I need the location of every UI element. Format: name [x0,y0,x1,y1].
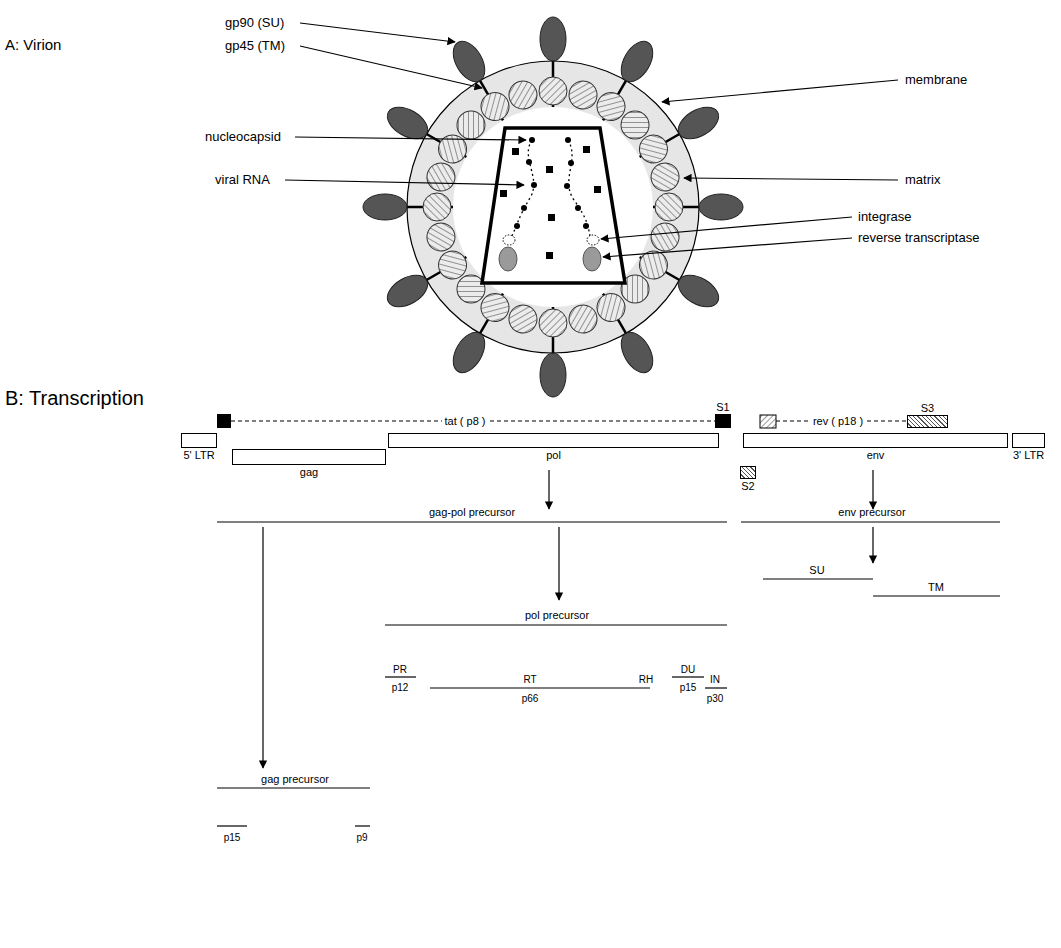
genome-box: gag [232,449,386,465]
precursor-label: gag-pol precursor [429,506,515,518]
integrase-shape [587,235,599,245]
gene-label: S2 [741,480,754,492]
part-label: gp90 (SU) [225,16,284,30]
precursor-label: gag precursor [261,773,329,785]
tat-exon [217,414,231,428]
gene-label: tat ( p8 ) [442,415,489,427]
part-label: gp45 (TM) [225,39,285,53]
protein-size: p66 [522,693,539,704]
protein-label: RH [639,674,653,685]
exon-box: S3 [907,415,948,428]
exon-box: S1 [715,414,731,428]
gene-label: S1 [716,401,729,413]
part-label: reverse transcriptase [858,231,979,245]
gene-label: 5' LTR [183,449,214,461]
genome-box: env [743,433,1008,448]
tm-stalks [403,57,703,357]
gene-label: 3' LTR [1013,449,1044,461]
gene-label: gag [300,466,318,478]
viral-rna [499,137,601,271]
protein-size: p15 [224,832,241,843]
gene-label: pol [546,449,561,461]
panel-title: A: Virion [5,37,61,54]
genome-box: pol [388,433,719,448]
gene-label: env [867,449,885,461]
gene-label: S3 [921,402,934,414]
protein-label: DU [681,664,695,675]
matrix-beads [423,77,683,337]
part-label: matrix [905,173,940,187]
precursor-label: env precursor [838,506,905,518]
protein-label: PR [393,664,407,675]
rt-shape [583,247,601,271]
protein-label: TM [928,581,944,593]
panel-title: B: Transcription [5,387,144,409]
protein-size: p15 [680,682,697,693]
rev-exon [760,415,776,428]
part-label: membrane [905,73,967,87]
protein-size: p12 [392,682,409,693]
exon-box: S2 [740,466,756,479]
genome-box: 5' LTR [181,433,217,448]
part-label: viral RNA [215,173,270,187]
protein-size: p9 [356,832,367,843]
capsid [482,128,625,283]
genome-map [217,414,907,428]
protein-size: p30 [707,693,724,704]
part-label: integrase [858,210,911,224]
gene-label: rev ( p18 ) [810,415,866,427]
protein-label: RT [523,674,536,685]
leader-lines [285,23,898,257]
precursor-label: pol precursor [525,609,589,621]
rt-shape [499,247,517,271]
protein-label: IN [710,674,720,685]
processing-map [217,470,1000,826]
part-label: nucleocapsid [205,130,281,144]
integrase-shape [503,235,515,245]
genome-box: 3' LTR [1012,433,1045,448]
protein-label: SU [809,564,824,576]
